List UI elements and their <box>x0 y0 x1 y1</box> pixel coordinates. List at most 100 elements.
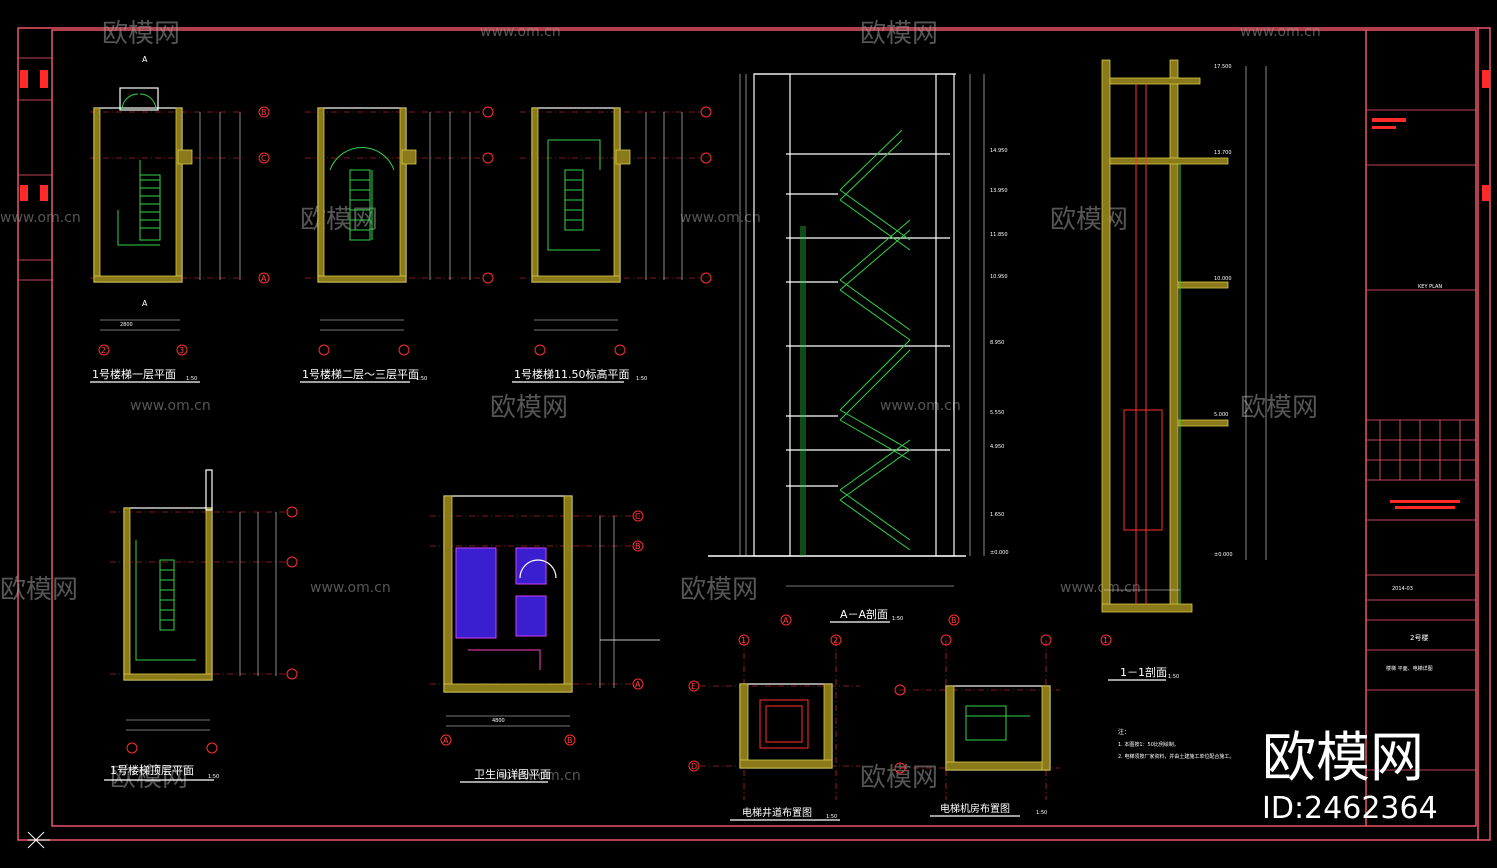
svg-text:10.000: 10.000 <box>1214 276 1232 282</box>
watermark-site: www.om.cn <box>310 580 391 596</box>
watermark-site: www.om.cn <box>480 24 561 40</box>
drawing-scale: 1:50 <box>636 376 647 382</box>
key-plan-label: KEY PLAN <box>1418 284 1442 290</box>
watermark-site: www.om.cn <box>500 768 581 784</box>
drawing-scale: 1:50 <box>826 814 837 820</box>
grid-bubble: B <box>951 616 957 625</box>
watermark-brand: 欧模网 <box>680 575 758 605</box>
grid-bubble: E <box>691 682 696 691</box>
svg-text:11.850: 11.850 <box>990 232 1008 238</box>
svg-text:10.950: 10.950 <box>990 274 1008 280</box>
project-number: 2014-03 <box>1392 586 1413 592</box>
grid-bubble: 2 <box>833 636 838 645</box>
note-2: 2. 电梯须按厂家资料，并由土建施工单位配合施工。 <box>1118 753 1234 760</box>
svg-text:13.700: 13.700 <box>1214 150 1232 156</box>
ucs-icon <box>27 831 50 849</box>
grid-bubble: A <box>443 736 449 745</box>
watermark-brand: 欧模网 <box>1050 205 1128 235</box>
stair-plan-2f-3f: 1号楼梯二层～三层平面 1:50 <box>300 106 494 383</box>
watermark-brand: 欧模网 <box>860 19 938 49</box>
stair-plan-1150: 1号楼梯11.50标高平面 1:50 <box>512 106 712 383</box>
elevator-shaft-plan: 1 2 E D 电梯井道布置图 1:50 <box>688 634 860 821</box>
svg-text:4.950: 4.950 <box>990 444 1004 450</box>
grid-bubble: B <box>567 736 573 745</box>
drawing-scale: 1:50 <box>186 376 197 382</box>
grid-bubble: A <box>783 616 789 625</box>
brand-id: ID:2462364 <box>1262 791 1438 826</box>
section-aa: 14.950 13.950 11.850 10.950 8.950 5.550 … <box>708 73 1009 626</box>
watermark-site: www.om.cn <box>0 210 81 226</box>
stair-plan-1f: B C A 2 3 A A 2800 1号楼梯一层平面 1:50 <box>90 55 270 383</box>
grid-bubble: B <box>635 542 641 551</box>
watermark-site: www.om.cn <box>1060 580 1141 596</box>
drawing-title: 1号楼梯顶层平面 <box>110 763 194 777</box>
grid-bubble: B <box>261 108 267 117</box>
watermark-site: www.om.cn <box>1240 24 1321 40</box>
grid-bubble: D <box>691 762 697 771</box>
svg-text:14.950: 14.950 <box>990 148 1008 154</box>
svg-text:8.950: 8.950 <box>990 340 1004 346</box>
watermark-site: www.om.cn <box>130 398 211 414</box>
drawing-scale: 1:50 <box>208 774 219 780</box>
margin-mark <box>1482 185 1490 201</box>
drawing-scale: 1:50 <box>892 616 903 622</box>
grid-bubble: 3 <box>179 346 184 355</box>
stair-plan-roof: 1号楼梯顶层平面 1:50 <box>104 469 298 781</box>
section-11: 17.500 13.700 10.000 5.000 ±0.000 1 1－1剖… <box>1100 59 1267 681</box>
general-notes: 注： 1. 本图按1：50比例绘制。 2. 电梯须按厂家资料，并由土建施工单位配… <box>1118 728 1234 760</box>
title-block: KEY PLAN 2014-03 2号楼 楼梯 平面、电梯详图 <box>1366 109 1476 771</box>
grid-bubble: 1 <box>1103 636 1108 645</box>
drawing-title-block: 楼梯 平面、电梯详图 <box>1386 665 1433 672</box>
svg-text:±0.000: ±0.000 <box>1214 552 1233 558</box>
brand-name: 欧模网 <box>1262 726 1424 789</box>
svg-text:17.500: 17.500 <box>1214 64 1232 70</box>
grid-bubble: 1 <box>741 636 746 645</box>
drawing-title: 电梯机房布置图 <box>940 802 1010 815</box>
dim-label: 2800 <box>120 322 133 328</box>
grid-bubble: C <box>261 154 267 163</box>
svg-text:13.950: 13.950 <box>990 188 1008 194</box>
watermark-brand: 欧模网 <box>490 393 568 423</box>
watermark-site: www.om.cn <box>680 210 761 226</box>
svg-text:±0.000: ±0.000 <box>990 550 1009 556</box>
section-mark: A <box>142 299 148 308</box>
dim-label: 4800 <box>492 718 505 724</box>
watermark-brand: 欧模网 <box>1240 393 1318 423</box>
drawing-scale: 1:50 <box>416 376 427 382</box>
toilet-detail-plan: C B A A B 4800 卫生间详图平面 <box>430 495 660 783</box>
margin-mark <box>1482 70 1490 88</box>
sheet-frame <box>17 27 1491 849</box>
drawing-title: A－A剖面 <box>840 607 888 621</box>
grid-bubble: A <box>261 274 267 283</box>
svg-text:5.550: 5.550 <box>990 410 1004 416</box>
drawing-title: 1－1剖面 <box>1120 665 1167 679</box>
drawing-title: 1号楼梯二层～三层平面 <box>302 367 419 381</box>
svg-text:1.650: 1.650 <box>990 512 1004 518</box>
watermark-brand: 欧模网 <box>110 763 188 793</box>
grid-bubble: 2 <box>101 346 106 355</box>
drawing-title: 1号楼梯11.50标高平面 <box>514 367 630 381</box>
drawing-title: 卫生间详图平面 <box>474 767 551 781</box>
watermark-brand: 欧模网 <box>860 763 938 793</box>
svg-text:5.000: 5.000 <box>1214 412 1228 418</box>
drawing-title: 1号楼梯一层平面 <box>92 367 176 381</box>
margin-mark <box>20 185 28 201</box>
watermark-site: www.om.cn <box>880 398 961 414</box>
margin-mark <box>40 70 48 88</box>
watermark-brand: 欧模网 <box>102 19 180 49</box>
watermark-brand: 欧模网 <box>0 575 78 605</box>
notes-title: 注： <box>1118 728 1130 736</box>
grid-bubble: C <box>635 512 641 521</box>
grid-bubble: A <box>635 680 641 689</box>
drawing-scale: 1:50 <box>1036 810 1047 816</box>
machine-room-plan: 电梯机房布置图 1:50 <box>894 634 1060 817</box>
drawing-title: 电梯井道布置图 <box>742 806 812 819</box>
drawing-scale: 1:50 <box>1168 674 1179 680</box>
section-elevation-labels: 17.500 13.700 10.000 5.000 ±0.000 <box>1214 64 1233 558</box>
elevation-labels: 14.950 13.950 11.850 10.950 8.950 5.550 … <box>990 148 1009 556</box>
brand-overlay: 欧模网 ID:2462364 <box>1262 726 1438 826</box>
margin-mark <box>40 185 48 201</box>
drawing-number: 2号楼 <box>1410 633 1428 642</box>
section-mark: A <box>142 55 148 64</box>
